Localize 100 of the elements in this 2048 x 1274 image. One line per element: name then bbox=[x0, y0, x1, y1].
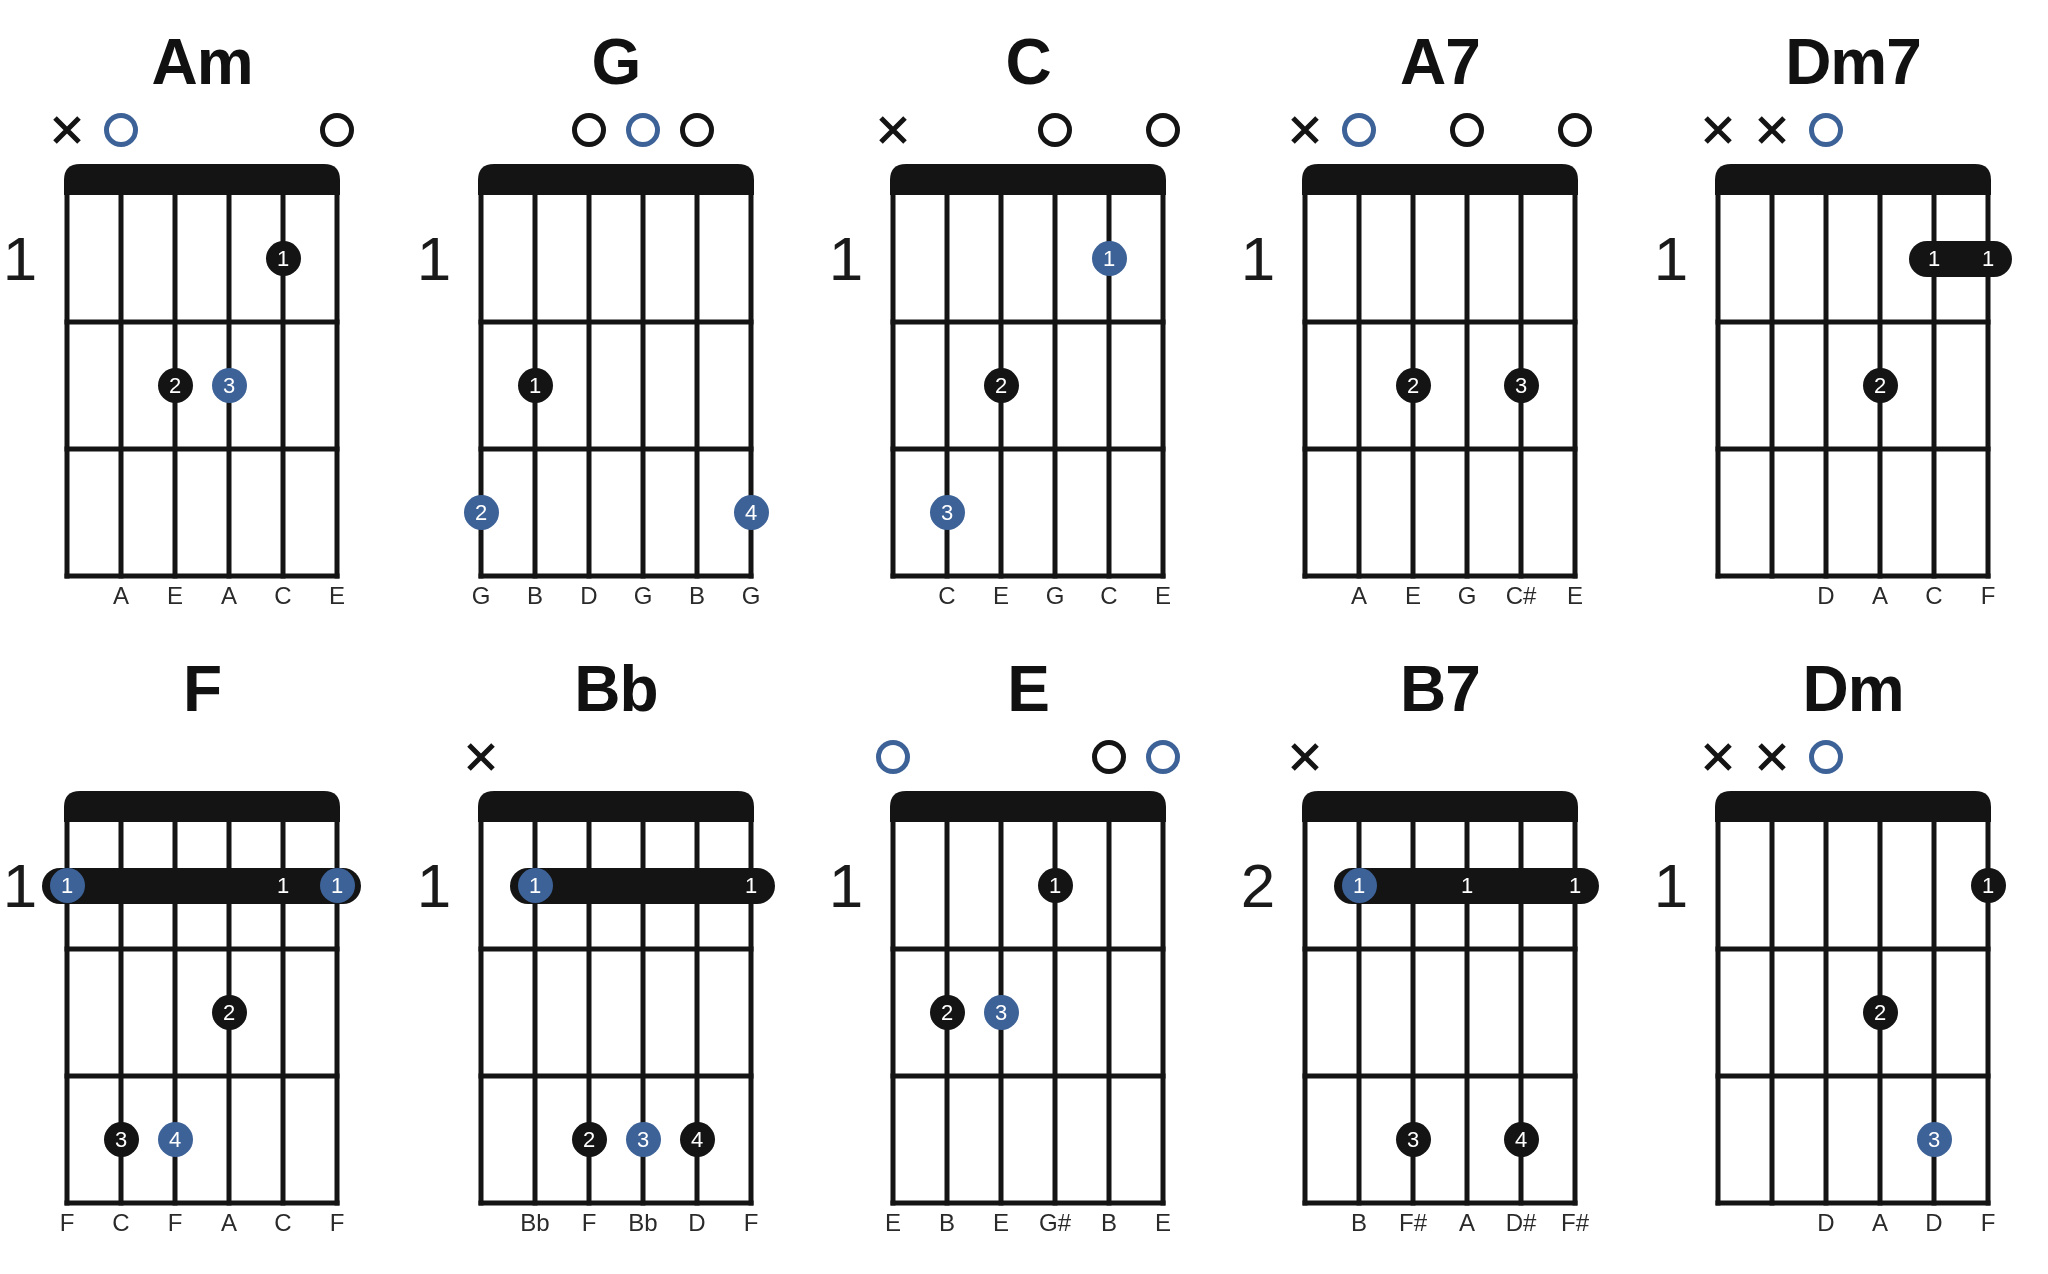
ring-icon bbox=[1146, 113, 1180, 147]
chord-name: C bbox=[1005, 30, 1051, 94]
string-note: F bbox=[59, 1211, 75, 1235]
fret-number: 1 bbox=[2, 854, 38, 917]
string-note: Bb bbox=[628, 1211, 658, 1235]
chord-name: E bbox=[1007, 657, 1049, 721]
cross-icon bbox=[1291, 116, 1319, 144]
finger-number: 1 bbox=[1460, 874, 1474, 897]
finger-dot: 3 bbox=[1916, 1122, 1952, 1157]
ring-icon bbox=[1342, 113, 1376, 147]
string-note: A bbox=[1351, 584, 1367, 608]
string-note: E bbox=[167, 584, 183, 608]
string-note: E bbox=[1405, 584, 1421, 608]
barre-bar bbox=[1334, 867, 1599, 904]
cross-icon bbox=[467, 743, 495, 771]
ring-icon bbox=[626, 113, 660, 147]
finger-dot: 1 bbox=[265, 241, 301, 276]
chord-name: F bbox=[182, 657, 222, 721]
finger-dot: 1 bbox=[517, 368, 553, 403]
string-note: G# bbox=[1039, 1211, 1071, 1235]
finger-number: 1 bbox=[1568, 874, 1582, 897]
string-note: C bbox=[274, 1211, 292, 1235]
finger-dot: 2 bbox=[1395, 368, 1431, 403]
string-note: C bbox=[938, 584, 956, 608]
string-note: A bbox=[221, 1211, 237, 1235]
string-note: G bbox=[633, 584, 653, 608]
string-note: F bbox=[329, 1211, 345, 1235]
string-note: B bbox=[527, 584, 543, 608]
string-note: E bbox=[993, 1211, 1009, 1235]
chord-name: Bb bbox=[574, 657, 658, 721]
fret-number: 1 bbox=[1240, 227, 1276, 290]
fret-number: 1 bbox=[828, 227, 864, 290]
finger-dot: 2 bbox=[211, 995, 247, 1030]
string-note: F bbox=[743, 1211, 759, 1235]
ring-icon bbox=[572, 113, 606, 147]
finger-dot: 2 bbox=[463, 495, 499, 530]
ring-icon bbox=[876, 740, 910, 774]
cross-icon bbox=[1758, 116, 1786, 144]
finger-dot: 1 bbox=[1970, 868, 2006, 903]
cross-icon bbox=[53, 116, 81, 144]
chord-name: A7 bbox=[1400, 30, 1480, 94]
finger-number: 1 bbox=[1981, 247, 1995, 270]
string-note: B bbox=[939, 1211, 955, 1235]
string-note: G bbox=[471, 584, 491, 608]
cross-icon bbox=[1704, 116, 1732, 144]
finger-dot: 2 bbox=[571, 1122, 607, 1157]
string-note: D# bbox=[1505, 1211, 1537, 1235]
finger-dot: 2 bbox=[1862, 368, 1898, 403]
string-note: E bbox=[885, 1211, 901, 1235]
chord-name: Dm bbox=[1802, 657, 1904, 721]
string-note: E bbox=[1155, 584, 1171, 608]
barre-bar bbox=[1909, 240, 2012, 277]
string-note: A bbox=[221, 584, 237, 608]
finger-dot: 1 bbox=[49, 868, 85, 903]
string-note: Bb bbox=[520, 1211, 550, 1235]
string-note: E bbox=[1567, 584, 1583, 608]
cross-icon bbox=[879, 116, 907, 144]
string-note: G bbox=[1045, 584, 1065, 608]
string-note: E bbox=[993, 584, 1009, 608]
cross-icon bbox=[1291, 743, 1319, 771]
fret-number: 1 bbox=[828, 854, 864, 917]
string-note: F# bbox=[1561, 1211, 1589, 1235]
finger-number: 1 bbox=[276, 874, 290, 897]
string-note: B bbox=[689, 584, 705, 608]
ring-icon bbox=[1809, 113, 1843, 147]
string-note: C bbox=[1100, 584, 1118, 608]
chord-name: Am bbox=[151, 30, 253, 94]
string-note: F# bbox=[1399, 1211, 1427, 1235]
cross-icon bbox=[1704, 743, 1732, 771]
string-note: A bbox=[1459, 1211, 1475, 1235]
string-note: G bbox=[741, 584, 761, 608]
ring-icon bbox=[1146, 740, 1180, 774]
finger-dot: 4 bbox=[157, 1122, 193, 1157]
string-note: G bbox=[1457, 584, 1477, 608]
string-note: D bbox=[1817, 584, 1835, 608]
finger-dot: 4 bbox=[1503, 1122, 1539, 1157]
finger-dot: 3 bbox=[929, 495, 965, 530]
string-note: B bbox=[1351, 1211, 1367, 1235]
fret-number: 1 bbox=[416, 854, 452, 917]
finger-dot: 1 bbox=[1037, 868, 1073, 903]
ring-icon bbox=[1038, 113, 1072, 147]
fret-number: 1 bbox=[1653, 854, 1689, 917]
ring-icon bbox=[1092, 740, 1126, 774]
barre-bar bbox=[510, 867, 775, 904]
string-note: A bbox=[1872, 1211, 1888, 1235]
ring-icon bbox=[1450, 113, 1484, 147]
string-note: C bbox=[112, 1211, 130, 1235]
ring-icon bbox=[320, 113, 354, 147]
string-note: F bbox=[1980, 584, 1996, 608]
string-note: D bbox=[580, 584, 598, 608]
fret-number: 1 bbox=[416, 227, 452, 290]
finger-dot: 3 bbox=[983, 995, 1019, 1030]
chord-name: G bbox=[591, 30, 641, 94]
finger-dot: 3 bbox=[1395, 1122, 1431, 1157]
string-note: D bbox=[1817, 1211, 1835, 1235]
finger-dot: 4 bbox=[733, 495, 769, 530]
string-note: B bbox=[1101, 1211, 1117, 1235]
ring-icon bbox=[680, 113, 714, 147]
finger-dot: 3 bbox=[625, 1122, 661, 1157]
finger-dot: 2 bbox=[983, 368, 1019, 403]
